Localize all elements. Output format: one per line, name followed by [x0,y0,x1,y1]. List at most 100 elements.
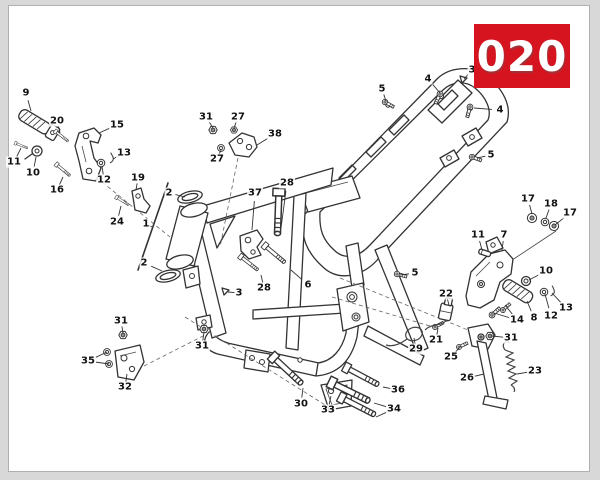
part-callout-17: 17 [562,207,578,219]
right-footrest-drawing [465,212,560,320]
leader-line [473,373,485,377]
stand-switch-drawing [437,296,454,322]
leader-line [493,312,510,319]
part-callout-13: 13 [116,147,132,159]
left-footrest-drawing [13,109,116,182]
leader-line [479,240,483,251]
part-callout-27: 27 [230,111,246,123]
part-callout-38: 38 [267,128,283,140]
leader-line [33,156,37,167]
part-callout-5: 5 [486,149,496,161]
leader-line [399,273,410,276]
part-callout-18: 18 [543,198,559,210]
part-callout-27: 27 [209,153,225,165]
part-callout-10: 10 [25,167,41,179]
part-callout-8: 8 [529,312,539,324]
part-callout-23: 23 [527,365,543,377]
part-callout-21: 21 [428,334,444,346]
part-callout-31: 31 [503,332,519,344]
part-callout-36: 36 [390,384,406,396]
part-callout-3: 3 [234,287,244,299]
page-number-badge: 020 [474,24,570,88]
part-callout-24: 24 [109,216,125,228]
part-callout-28: 28 [256,282,272,294]
leader-line [473,107,493,110]
leader-line [516,371,528,375]
leader-line [101,165,104,175]
part-callout-11: 11 [470,229,486,241]
part-callout-13: 13 [558,302,574,314]
leader-line [476,155,486,159]
leader-line [554,217,565,226]
part-callout-22: 22 [438,288,454,300]
leader-line [280,190,287,229]
steering-parts-drawing [114,182,203,283]
part-callout-16: 16 [49,184,65,196]
leader-line [529,204,533,215]
leader-line [95,361,110,365]
leader-line [551,292,561,303]
part-callout-14: 14 [509,314,525,326]
part-callout-25: 25 [443,351,459,363]
part-callout-28: 28 [279,177,295,189]
leader-line [227,291,235,294]
leader-line [98,127,110,134]
leader-line [135,182,138,191]
leader-line [121,325,124,334]
part-callout-19: 19 [130,172,146,184]
part-callout-11: 11 [6,156,22,168]
leader-line [16,147,22,157]
part-callout-31: 31 [113,315,129,327]
leader-line [251,200,255,231]
part-callout-5: 5 [377,83,387,95]
part-callout-31: 31 [194,340,210,352]
leader-line [175,194,186,198]
part-callout-31: 31 [198,111,214,123]
leader-line [432,84,441,94]
leader-line [328,395,332,405]
part-callout-26: 26 [459,372,475,384]
leader-line [290,269,303,281]
leader-line [125,373,128,382]
leader-line [260,274,264,283]
rear-subframe-drawing [301,68,509,277]
part-callout-29: 29 [408,343,424,355]
main-frame-drawing [165,167,429,377]
leader-line [446,298,450,306]
leader-line [375,411,387,418]
part-callout-17: 17 [520,193,536,205]
part-callout-12: 12 [96,174,112,186]
part-callout-9: 9 [21,87,31,99]
leader-line [491,335,504,338]
leader-line [58,176,64,185]
leader-line [501,240,504,251]
page-number-text: 020 [476,31,568,81]
lower-brackets-drawing [103,330,382,421]
part-callout-37: 37 [247,187,263,199]
leader-line [545,209,550,219]
centre-fasteners-drawing [199,187,288,334]
part-callout-15: 15 [109,119,125,131]
part-callout-7: 7 [499,229,509,241]
leader-line [373,402,387,408]
leader-line [436,327,439,336]
part-callout-35: 35 [80,355,96,367]
top-bracket-drawing [208,125,258,158]
part-callout-33: 33 [320,404,336,416]
part-callout-34: 34 [386,403,402,415]
part-callout-20: 20 [49,115,65,127]
part-callout-4: 4 [495,104,505,116]
side-stand-drawing [385,296,519,410]
leader-line [27,100,32,112]
leader-line [57,125,61,134]
part-callout-6: 6 [303,279,313,291]
leader-line [202,331,205,341]
part-callout-3: 3 [467,64,477,76]
leader-line [95,351,108,358]
leader-line [301,387,304,398]
part-callout-5: 5 [410,267,420,279]
